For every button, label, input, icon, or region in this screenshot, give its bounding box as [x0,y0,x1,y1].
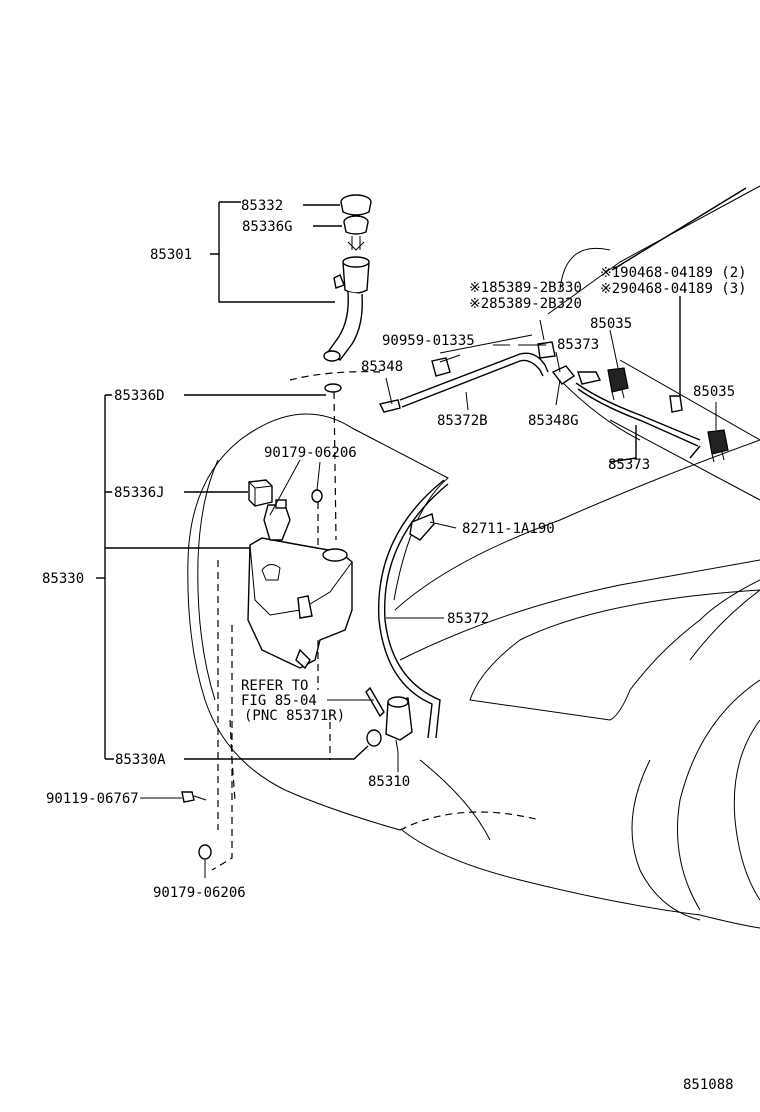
reference-dashes [211,560,331,871]
label-82711: 82711-1A190 [462,521,555,537]
label-90959: 90959-01335 [382,333,475,349]
label-85330A: 85330A [115,752,166,768]
label-85336G: 85336G [242,219,293,235]
label-85372: 85372 [447,611,489,627]
label-185389: ※185389-2B330 [469,280,582,296]
label-85332: 85332 [241,198,283,214]
label-85330: 85330 [42,571,84,587]
label-85348G: 85348G [528,413,579,429]
label-190468: ※190468-04189 (2) [600,265,747,281]
leader-lines [96,187,747,878]
label-90179-b: 90179-06206 [153,885,246,901]
filler-cap-assembly [323,194,372,541]
washer-pump [365,686,413,753]
label-285389: ※285389-2B320 [469,296,582,312]
label-90119: 90119-06767 [46,791,139,807]
figure-id: 851088 [683,1077,734,1093]
nozzles-and-clips [409,341,729,541]
label-refer-line1: REFER TO [241,678,308,694]
label-85336D: 85336D [114,388,165,404]
bracket-85336J [248,479,273,507]
label-85373-a: 85373 [557,337,599,353]
label-290468: ※290468-04189 (3) [600,281,747,297]
hoses [377,352,701,739]
label-85373-b: 85373 [608,457,650,473]
label-90179-a: 90179-06206 [264,445,357,461]
part-labels: 85332 85336G 85301 ※185389-2B330 ※285389… [42,198,747,1093]
label-refer-line2: FIG 85-04 [241,693,317,709]
label-85301: 85301 [150,247,192,263]
washer-tank [247,489,353,670]
label-refer-line3: (PNC 85371R) [244,708,345,724]
label-85035-b: 85035 [693,384,735,400]
vehicle-body-outline [187,185,760,929]
label-85035-a: 85035 [590,316,632,332]
label-85310: 85310 [368,774,410,790]
label-85372B: 85372B [437,413,488,429]
fasteners [181,791,212,860]
label-85336J: 85336J [114,485,165,501]
label-85348: 85348 [361,359,403,375]
